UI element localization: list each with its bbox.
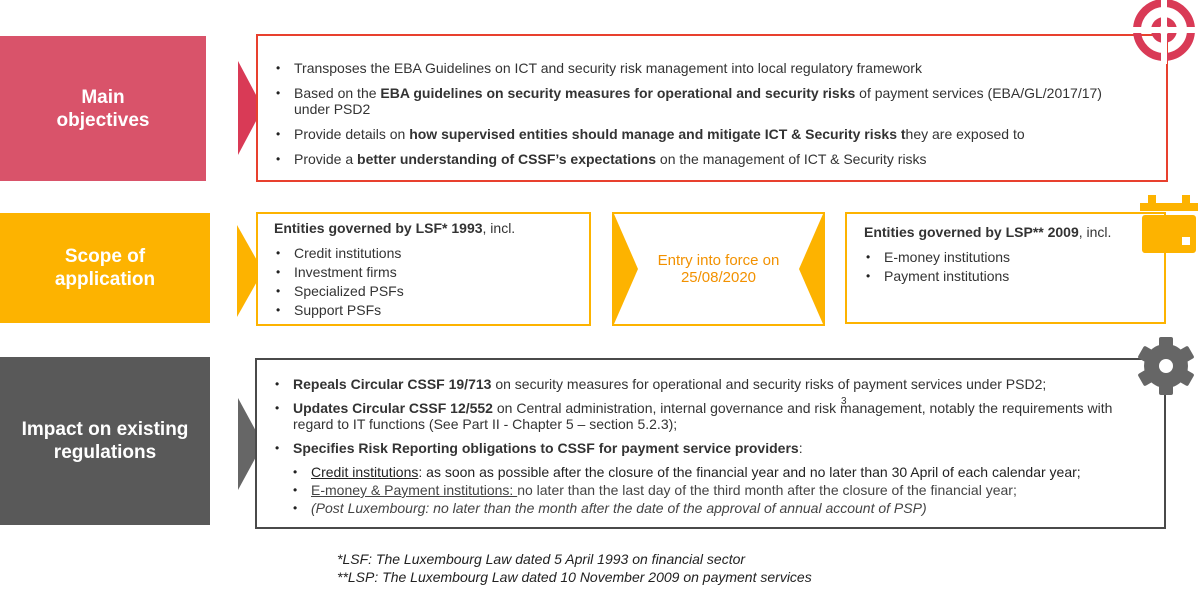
gear-icon: [1138, 337, 1194, 395]
reporting-sub-list: Credit institutions: as soon as possible…: [291, 464, 1151, 516]
lsf-heading: Entities governed by LSF* 1993, incl.: [274, 220, 516, 236]
lsf-entity-item: Specialized PSFs: [274, 283, 404, 299]
stray-superscript: 3: [841, 396, 847, 407]
lsp-entity-item: E-money institutions: [864, 249, 1010, 265]
lsp-entity-list: E-money institutions Payment institution…: [864, 249, 1010, 284]
lsf-entities-box: Entities governed by LSF* 1993, incl. Cr…: [256, 212, 591, 326]
main-objectives-title-line2: objectives: [56, 109, 150, 131]
lsf-entity-item: Support PSFs: [274, 302, 404, 318]
scope-title-line2: application: [54, 269, 156, 290]
entry-into-force-text: Entry into force on 25/08/2020: [657, 252, 780, 286]
entry-into-force-box: Entry into force on 25/08/2020: [612, 212, 825, 326]
scope-title-line1: Scope of: [64, 246, 146, 267]
entry-notch-left: [614, 214, 638, 324]
lsp-entity-item: Payment institutions: [864, 268, 1010, 284]
objective-item: Based on the EBA guidelines on security …: [274, 85, 1134, 117]
footnote-lsp: **LSP: The Luxembourg Law dated 10 Novem…: [337, 569, 812, 585]
lsf-entity-item: Credit institutions: [274, 245, 404, 261]
impact-label-box: Impact on existing regulations: [0, 357, 210, 525]
reporting-sub-item: E-money & Payment institutions: no later…: [291, 482, 1151, 498]
lsp-heading: Entities governed by LSP** 2009, incl.: [864, 224, 1112, 240]
impact-content-box: Repeals Circular CSSF 19/713 on security…: [255, 358, 1166, 529]
impact-item: Updates Circular CSSF 12/552 on Central …: [273, 400, 1143, 432]
footnote-lsf: *LSF: The Luxembourg Law dated 5 April 1…: [337, 551, 746, 567]
objective-item: Transposes the EBA Guidelines on ICT and…: [274, 60, 1134, 76]
objectives-bullet-list: Transposes the EBA Guidelines on ICT and…: [274, 60, 1134, 167]
impact-title-line1: Impact on existing: [21, 419, 189, 440]
reporting-sub-item: Credit institutions: as soon as possible…: [291, 464, 1151, 480]
objective-item: Provide a better understanding of CSSF’s…: [274, 151, 1134, 167]
calendar-icon: [1140, 195, 1198, 253]
objective-item: Provide details on how supervised entiti…: [274, 126, 1134, 142]
target-icon: [1130, 0, 1198, 64]
entry-notch-right: [799, 214, 823, 324]
lsf-entity-list: Credit institutions Investment firms Spe…: [274, 245, 404, 318]
reporting-sub-item: (Post Luxembourg: no later than the mont…: [291, 500, 1151, 516]
lsp-entities-box: Entities governed by LSP** 2009, incl. E…: [845, 212, 1166, 324]
objectives-content-box: Transposes the EBA Guidelines on ICT and…: [256, 34, 1168, 182]
impact-item: Specifies Risk Reporting obligations to …: [273, 440, 1143, 456]
impact-title-line2: regulations: [53, 442, 157, 463]
main-objectives-label-box: Main objectives: [0, 36, 206, 181]
footnotes: *LSF: The Luxembourg Law dated 5 April 1…: [337, 550, 812, 586]
scope-label-box: Scope of application: [0, 213, 210, 323]
impact-item: Repeals Circular CSSF 19/713 on security…: [273, 376, 1143, 392]
lsf-entity-item: Investment firms: [274, 264, 404, 280]
main-objectives-title-line1: Main: [81, 86, 125, 108]
impact-bullet-list: Repeals Circular CSSF 19/713 on security…: [273, 376, 1143, 464]
